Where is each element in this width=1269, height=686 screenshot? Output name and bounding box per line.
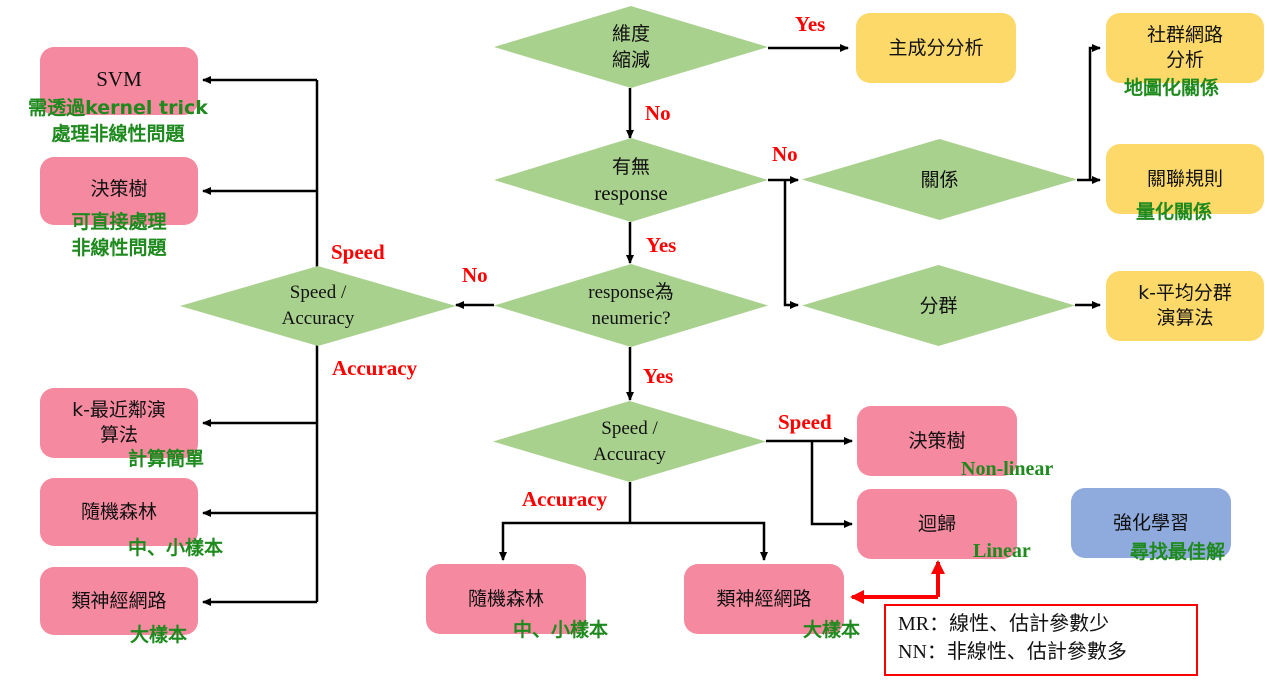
decision-speed-accuracy-bottom: Speed / Accuracy <box>493 401 766 482</box>
label-dim-yes: Yes <box>795 12 826 36</box>
label-bottom-speed: Speed <box>778 410 832 434</box>
arrow-to-rf-bottom <box>499 521 630 561</box>
box-label: 算法 <box>99 424 138 446</box>
decision-text: Accuracy <box>281 308 355 329</box>
box-kmeans: k-平均分群 演算法 <box>1106 271 1264 341</box>
note-neural-network-left: 大樣本 <box>130 624 188 646</box>
label-left-accuracy: Accuracy <box>332 356 418 380</box>
box-label: 類神經網路 <box>71 589 167 612</box>
box-label: SVM <box>96 67 142 91</box>
box-random-forest-left: 隨機森林 <box>40 478 198 546</box>
box-label: 迴歸 <box>917 512 956 535</box>
decision-relation: 關係 <box>802 139 1077 220</box>
note-decision-tree-right: Non-linear <box>961 458 1054 480</box>
box-svm: SVM <box>40 47 198 115</box>
box-label: k-平均分群 <box>1138 282 1232 304</box>
box-label: 隨機森林 <box>80 500 157 523</box>
box-label: 強化學習 <box>1112 511 1189 534</box>
decision-text: 維度 <box>611 23 650 45</box>
label-response-yes: Yes <box>646 233 677 257</box>
decision-text: response為 <box>588 281 674 303</box>
box-association-rules: 關聯規則 <box>1106 144 1264 214</box>
label-left-speed: Speed <box>331 240 385 264</box>
note-line: 非線性問題 <box>71 237 167 259</box>
decision-text: 縮減 <box>611 49 650 71</box>
box-neural-network-bottom: 類神經網路 <box>684 564 844 634</box>
note-line: 處理非線性問題 <box>51 123 185 145</box>
arrow-to-nn-bottom <box>630 521 768 561</box>
note-neural-network-bottom: 大樣本 <box>803 619 861 641</box>
arrow-relation-to-sna <box>1088 44 1101 180</box>
decision-text: 分群 <box>919 294 958 317</box>
label-dim-no: No <box>645 101 671 125</box>
legend-line-nn: NN：非線性、估計參數多 <box>898 641 1127 663</box>
note-random-forest-bottom: 中、小樣本 <box>513 619 609 641</box>
note-regression: Linear <box>973 540 1031 562</box>
decision-text: Accuracy <box>593 443 666 465</box>
note-knn: 計算簡單 <box>128 448 205 470</box>
box-decision-tree-right: 決策樹 <box>857 406 1017 476</box>
decision-speed-accuracy-left: Speed / Accuracy <box>180 266 456 346</box>
box-label: 社群網路 <box>1146 24 1223 46</box>
decision-clustering: 分群 <box>802 265 1075 346</box>
decision-text: 有無 <box>611 156 650 178</box>
note-sna: 地圖化關係 <box>1124 77 1220 99</box>
box-label: 決策樹 <box>90 178 148 200</box>
decision-text: Speed / <box>289 282 347 303</box>
box-random-forest-bottom: 隨機森林 <box>426 564 586 634</box>
decision-dim-reduction: 維度縮減 <box>494 6 768 88</box>
box-regression: 迴歸 <box>857 489 1017 559</box>
box-label: 類神經網路 <box>716 587 812 610</box>
arrow-response-to-cluster <box>783 180 799 309</box>
box-label: 隨機森林 <box>467 587 544 610</box>
legend-mr-nn: MR：線性、估計參數少 NN：非線性、估計參數多 <box>884 604 1198 676</box>
label-numeric-yes: Yes <box>643 364 674 388</box>
decision-has-response: 有無 response <box>494 138 768 222</box>
box-label: 分析 <box>1165 49 1204 71</box>
box-social-network-analysis: 社群網路 分析 <box>1106 13 1264 83</box>
decision-text: response <box>594 181 668 205</box>
note-random-forest-left: 中、小樣本 <box>128 537 224 559</box>
legend-line-mr: MR：線性、估計參數少 <box>898 613 1110 635</box>
label-bottom-accuracy: Accuracy <box>522 487 608 511</box>
arrow-bottom-sa-to-regression <box>810 441 853 528</box>
note-decision-tree-left: 可直接處理 非線性問題 <box>40 209 198 261</box>
box-knn: k-最近鄰演 算法 <box>40 388 198 458</box>
note-association-rules: 量化關係 <box>1136 201 1213 223</box>
label-response-no: No <box>772 142 798 166</box>
box-reinforcement-learning: 強化學習 <box>1071 488 1231 558</box>
box-label: 演算法 <box>1156 307 1214 329</box>
label-numeric-no: No <box>462 263 488 287</box>
note-svm: 需透過kernel trick 處理非線性問題 <box>18 95 218 147</box>
box-neural-network-left: 類神經網路 <box>40 567 198 635</box>
decision-response-numeric: response為 neumeric? <box>494 264 768 347</box>
box-decision-tree-left: 決策樹 <box>40 157 198 225</box>
decision-text: neumeric? <box>591 307 671 329</box>
box-label: 主成分分析 <box>888 36 984 59</box>
box-label: 決策樹 <box>908 429 966 452</box>
box-label: k-最近鄰演 <box>72 399 166 421</box>
decision-text: Speed / <box>601 417 658 439</box>
note-reinforcement: 尋找最佳解 <box>1130 541 1226 563</box>
box-pca: 主成分分析 <box>856 13 1016 83</box>
box-label: 關聯規則 <box>1146 167 1223 190</box>
note-line: 需透過kernel trick <box>28 97 208 119</box>
note-line: 可直接處理 <box>71 211 167 233</box>
decision-text: 關係 <box>920 168 959 191</box>
